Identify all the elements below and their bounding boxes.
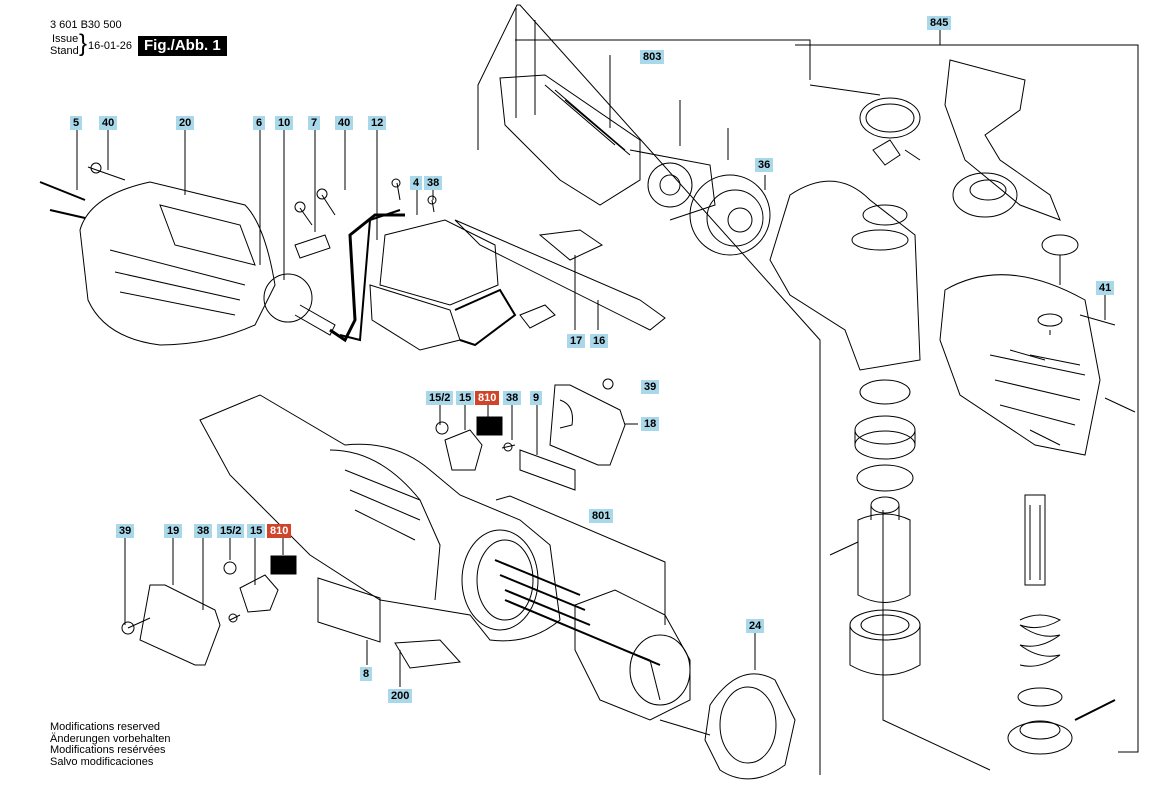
clamp-lever [944, 59, 1061, 221]
part-label-15: 15 [456, 391, 475, 405]
part-label-5: 5 [70, 116, 83, 130]
part-label-845: 845 [927, 16, 952, 30]
document-number: 3 601 B30 500 [50, 19, 122, 31]
part-label-10: 10 [275, 116, 294, 130]
front-cover [939, 274, 1101, 456]
cover-19 [139, 584, 221, 666]
part-label-41: 41 [1096, 281, 1115, 295]
part-label-801: 801 [589, 509, 614, 523]
cover-18 [549, 384, 626, 466]
gear-housing [769, 180, 921, 371]
part-label-38: 38 [424, 176, 443, 190]
eccentric-shaft [1024, 494, 1046, 586]
part-label-19: 19 [164, 524, 183, 538]
part-label-36: 36 [755, 158, 774, 172]
part-label-38: 38 [194, 524, 213, 538]
part-label-7: 7 [308, 116, 321, 130]
needle-bearing [849, 625, 921, 676]
part-label-16: 16 [590, 334, 609, 348]
frame-803 [477, 4, 821, 775]
wire-harness [329, 213, 405, 343]
part-label-15: 15 [247, 524, 266, 538]
part-label-40: 40 [99, 116, 118, 130]
brush-holder-upper [444, 429, 483, 471]
part-label-39: 39 [116, 524, 135, 538]
switch-rod [454, 219, 666, 331]
motor-housing-shape [79, 181, 276, 346]
modifications-note: Modifications reserved Änderungen vorbeh… [50, 721, 171, 768]
frame-845 [795, 44, 1139, 753]
part-label-6: 6 [253, 116, 266, 130]
spring [1019, 614, 1062, 667]
part-label-24: 24 [746, 619, 765, 633]
brush-holder-lower [239, 574, 279, 613]
part-label-810-highlight: 810 [267, 524, 292, 538]
part-label-38: 38 [503, 391, 522, 405]
stand-label: Stand [50, 45, 79, 57]
label-plate-9 [519, 449, 576, 491]
frame-801 [495, 495, 666, 625]
part-label-9: 9 [530, 391, 543, 405]
armature [499, 74, 641, 206]
note-french: Modifications resérvées [50, 744, 166, 756]
part-label-8: 8 [360, 667, 373, 681]
part-label-39: 39 [641, 380, 660, 394]
part-label-17: 17 [567, 334, 586, 348]
part-label-803: 803 [640, 50, 665, 64]
note-spanish: Salvo modificaciones [50, 755, 154, 768]
part-label-200: 200 [388, 689, 413, 703]
header-brace: } [79, 30, 88, 57]
bearing-36 [689, 174, 771, 256]
figure-label: Fig./Abb. 1 [138, 36, 227, 56]
part-label-18: 18 [641, 417, 660, 431]
part-label-4: 4 [410, 176, 423, 190]
part-label-15-2: 15/2 [217, 524, 245, 538]
part-label-12: 12 [368, 116, 387, 130]
label-plate-200 [394, 639, 462, 669]
part-label-40: 40 [335, 116, 354, 130]
electronic-module [379, 219, 499, 306]
frame-inner [882, 510, 991, 771]
part-label-810-highlight: 810 [475, 391, 500, 405]
main-housing [199, 394, 561, 642]
issue-label: Issue [52, 33, 79, 45]
part-label-20: 20 [176, 116, 195, 130]
issue-date: 16-01-26 [88, 40, 133, 52]
stator [574, 589, 691, 721]
part-label-15-2: 15/2 [426, 391, 454, 405]
bearing-sphere [263, 273, 313, 323]
bracket-803 [515, 39, 811, 80]
end-cap [704, 673, 796, 780]
note-german: Änderungen vorbehalten [50, 732, 171, 745]
spindle [857, 513, 911, 603]
note-english: Modifications reserved [50, 721, 161, 733]
label-plate-8 [317, 577, 381, 643]
power-cable [39, 181, 86, 219]
